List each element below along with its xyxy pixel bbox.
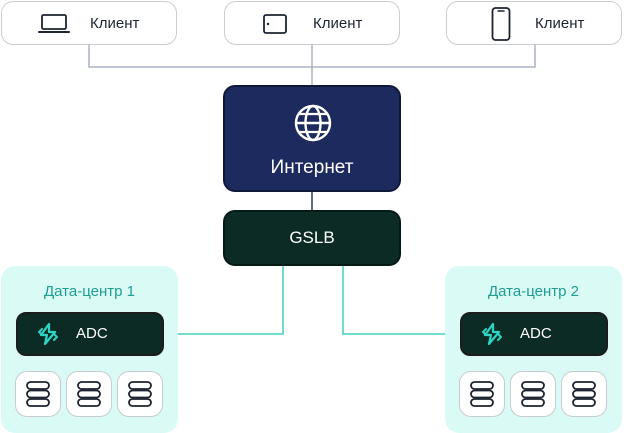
adc-node: ADC — [16, 312, 164, 356]
adc-node: ADC — [460, 312, 608, 356]
datacenter-title: Дата-центр 1 — [44, 283, 135, 300]
internet-label: Интернет — [270, 157, 354, 178]
server-node — [15, 371, 61, 417]
server-node — [561, 371, 607, 417]
server-node — [459, 371, 505, 417]
client-tablet: Клиент — [224, 1, 400, 45]
server-icon — [26, 381, 50, 407]
datacenter-1: Дата-центр 1 ADC — [1, 266, 178, 433]
datacenter-2: Дата-центр 2 ADC — [445, 266, 622, 433]
link-client-phone — [312, 45, 536, 68]
server-node — [66, 371, 112, 417]
phone-icon — [491, 7, 511, 41]
gslb-node: GSLB — [223, 210, 401, 266]
server-icon — [128, 381, 152, 407]
datacenter-title: Дата-центр 2 — [488, 283, 579, 300]
server-icon — [77, 381, 101, 407]
client-label: Клиент — [313, 15, 363, 32]
adc-label: ADC — [520, 325, 552, 342]
client-label: Клиент — [90, 15, 140, 32]
link-client-laptop — [88, 45, 312, 68]
client-label: Клиент — [535, 15, 585, 32]
adc-label: ADC — [76, 325, 108, 342]
server-icon — [470, 381, 494, 407]
link-gslb-adc2 — [342, 266, 461, 335]
adc-icon — [482, 323, 502, 345]
client-phone: Клиент — [446, 1, 622, 45]
globe-icon — [294, 104, 332, 142]
server-icon — [521, 381, 545, 407]
laptop-icon — [38, 14, 70, 33]
client-laptop: Клиент — [1, 1, 177, 45]
server-node — [117, 371, 163, 417]
internet-node: Интернет — [223, 85, 401, 192]
link-gslb-adc1 — [163, 266, 284, 335]
server-node — [510, 371, 556, 417]
server-icon — [572, 381, 596, 407]
adc-icon — [38, 323, 58, 345]
tablet-icon — [263, 14, 287, 34]
